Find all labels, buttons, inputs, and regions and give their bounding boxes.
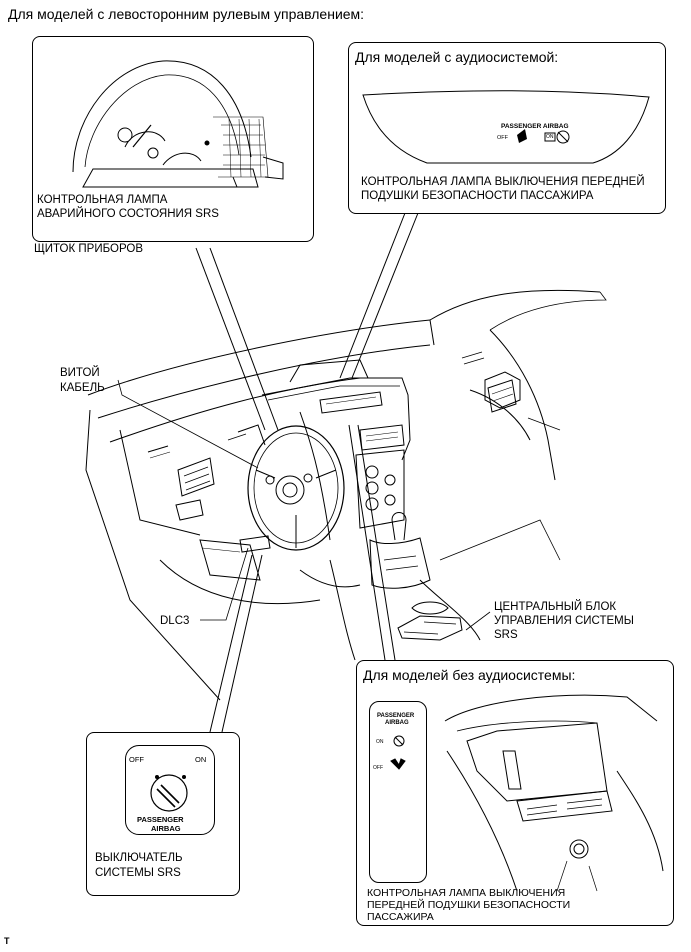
no-audio-console-drawing	[390, 694, 664, 892]
center-srs-unit-label-line1: ЦЕНТРАЛЬНЫЙ БЛОК	[494, 601, 617, 613]
audio-passenger-airbag-text: PASSENGER AIRBAG	[501, 123, 569, 130]
footer-mark: T	[4, 936, 10, 946]
srs-warning-lamp-label-line1: КОНТРОЛЬНАЯ ЛАМПА	[37, 194, 168, 206]
srs-warning-lamp-label-line2: АВАРИЙНОГО СОСТОЯНИЯ SRS	[37, 208, 219, 220]
indicator-panel	[369, 701, 427, 883]
spiral-cable-label-line1: ВИТОЙ	[60, 367, 100, 379]
cluster-inset: КОНТРОЛЬНАЯ ЛАМПА АВАРИЙНОГО СОСТОЯНИЯ S…	[32, 36, 314, 242]
no-audio-inset-title: Для моделей без аудиосистемы:	[363, 667, 576, 683]
audio-on-text: ON	[546, 134, 554, 140]
switch-passenger-text: PASSENGER	[137, 815, 184, 824]
no-audio-inset: Для моделей без аудиосистемы: PASSENGER …	[356, 660, 674, 926]
dlc3-label: DLC3	[160, 615, 190, 627]
no-audio-off-text: OFF	[373, 765, 383, 771]
switch-airbag-text: AIRBAG	[151, 824, 181, 833]
dlc3-connector	[239, 535, 271, 553]
no-audio-lamp-label-line3: ПАССАЖИРА	[367, 911, 434, 923]
audio-inset: Для моделей с аудиосистемой: PASSENGER A…	[348, 42, 666, 214]
audio-lamp-label-line2: ПОДУШКИ БЕЗОПАСНОСТИ ПАССАЖИРА	[361, 190, 594, 202]
audio-panel-drawing	[362, 90, 650, 164]
instrument-cluster-label: ЩИТОК ПРИБОРОВ	[34, 243, 143, 255]
instrument-cluster-drawing	[72, 60, 284, 188]
srs-switch-label-line1: ВЫКЛЮЧАТЕЛЬ	[95, 852, 183, 864]
audio-inset-title: Для моделей с аудиосистемой:	[355, 49, 559, 65]
no-audio-lamp-label-line2: ПЕРЕДНЕЙ ПОДУШКИ БЕЗОПАСНОСТИ	[367, 899, 571, 911]
no-audio-on-text: ON	[376, 739, 384, 745]
center-srs-unit-label-line3: SRS	[494, 629, 518, 641]
spiral-cable-label-line2: КАБЕЛЬ	[60, 382, 105, 394]
no-audio-passenger-text: PASSENGER	[377, 713, 415, 719]
audio-off-text: OFF	[497, 135, 508, 141]
center-srs-unit-label-line2: УПРАВЛЕНИЯ СИСТЕМЫ	[494, 615, 634, 627]
switch-off-text: OFF	[129, 755, 144, 764]
switch-plate	[125, 745, 215, 835]
page-title: Для моделей с левосторонним рулевым упра…	[8, 6, 365, 22]
no-audio-lamp-label-line1: КОНТРОЛЬНАЯ ЛАМПА ВЫКЛЮЧЕНИЯ	[367, 887, 566, 899]
key-switch-drawing	[150, 774, 188, 812]
switch-on-text: ON	[195, 755, 207, 764]
switch-inset: OFF ON PASSENGER AIRBAG ВЫКЛЮЧАТЕЛЬ СИСТ…	[86, 732, 240, 896]
audio-lamp-label-line1: КОНТРОЛЬНАЯ ЛАМПА ВЫКЛЮЧЕНИЯ ПЕРЕДНЕЙ	[361, 176, 645, 188]
no-audio-airbag-text: AIRBAG	[385, 720, 409, 726]
srs-switch-label-line2: СИСТЕМЫ SRS	[95, 867, 181, 879]
